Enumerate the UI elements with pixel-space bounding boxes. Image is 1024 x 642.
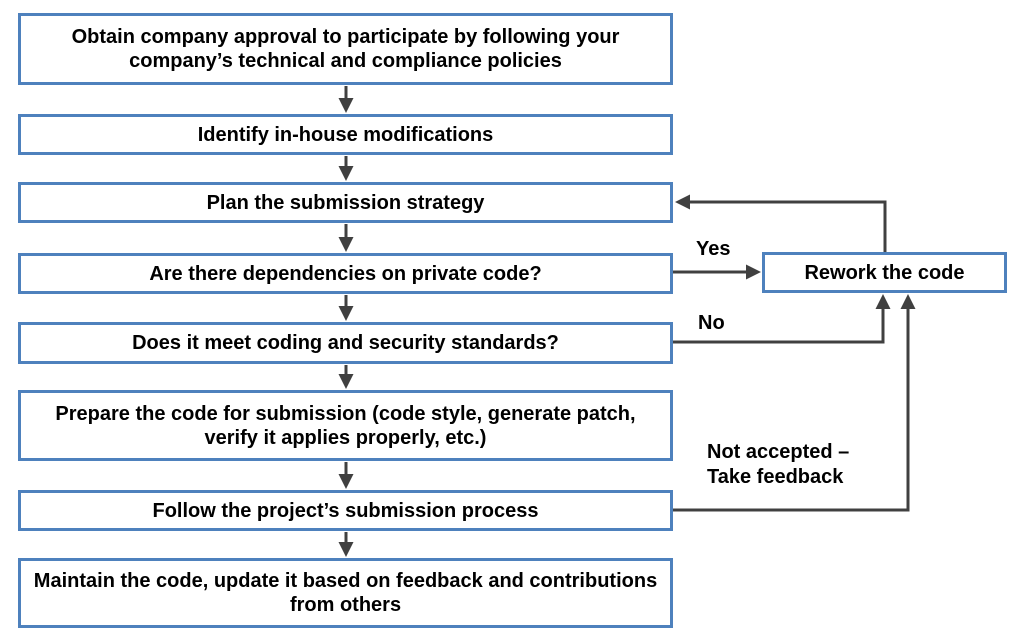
flow-step-identify-modifications: Identify in-house modifications	[18, 114, 673, 155]
edge-label-not-accepted: Not accepted – Take feedback	[707, 441, 850, 488]
flow-step-follow-process: Follow the project’s submission process	[18, 490, 673, 531]
edge-label-yes: Yes	[696, 238, 731, 260]
flow-step-prepare-code: Prepare the code for submission (code st…	[18, 390, 673, 461]
flow-step-dependencies-question: Are there dependencies on private code?	[18, 253, 673, 294]
flow-step-maintain-code: Maintain the code, update it based on fe…	[18, 558, 673, 628]
edge-label-no: No	[698, 312, 725, 334]
flow-step-obtain-approval: Obtain company approval to participate b…	[18, 13, 673, 85]
flow-step-rework-code: Rework the code	[762, 252, 1007, 293]
flow-step-plan-strategy: Plan the submission strategy	[18, 182, 673, 223]
flow-step-standards-question: Does it meet coding and security standar…	[18, 322, 673, 364]
